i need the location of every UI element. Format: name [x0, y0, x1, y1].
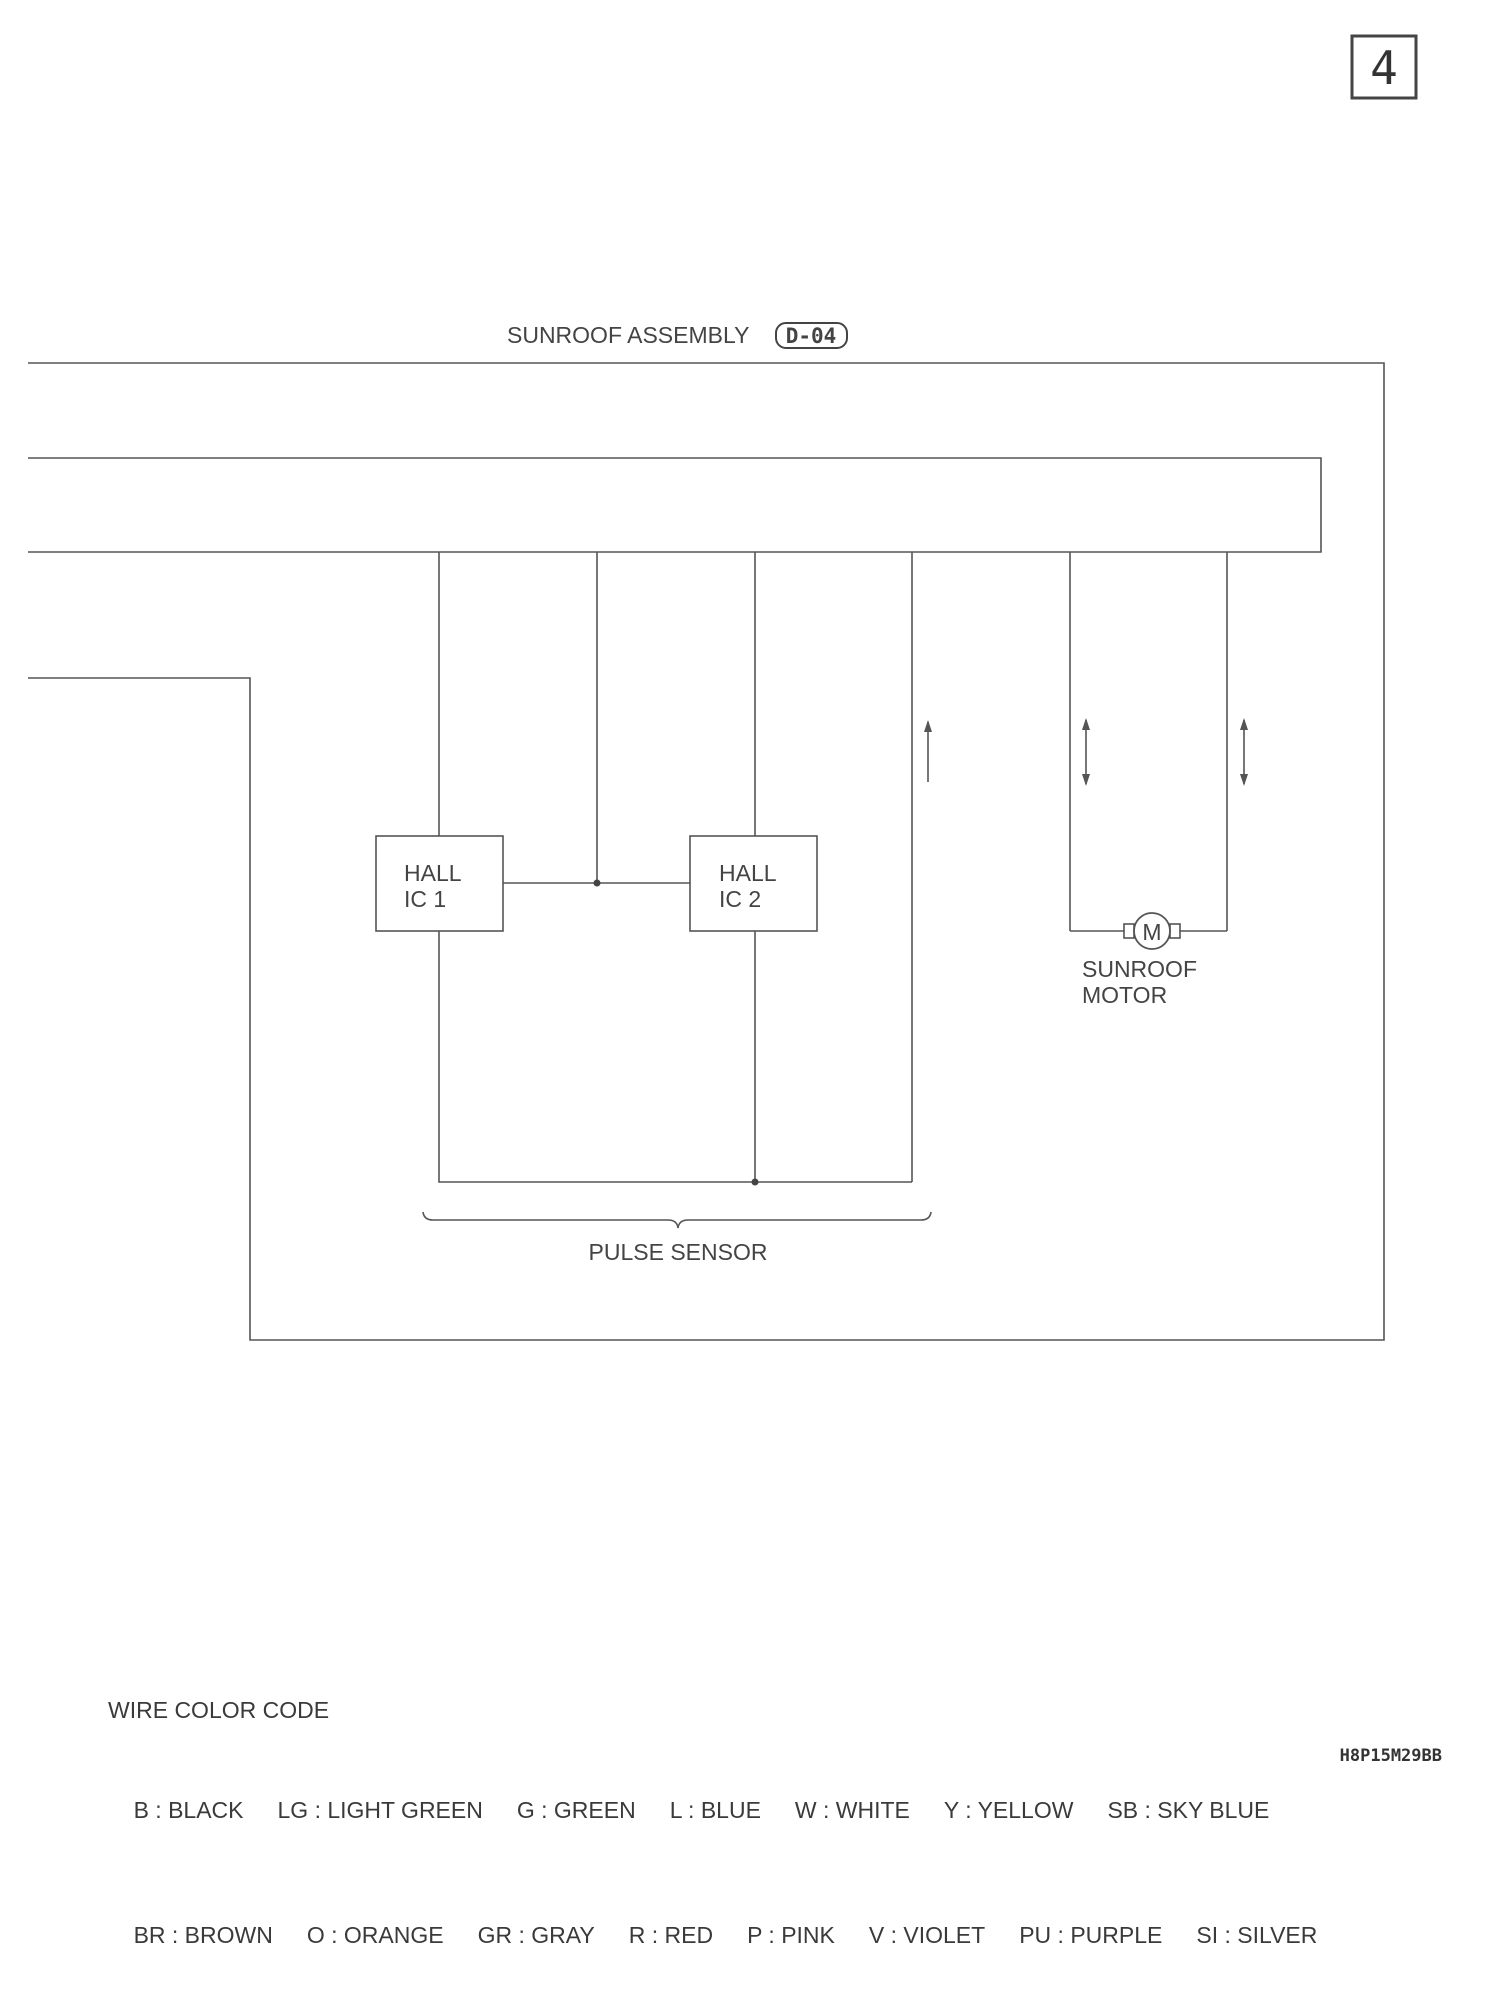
legend-item: GR : GRAY [477, 1922, 595, 1948]
page-number: 4 [1370, 41, 1398, 95]
hall-ic-2-line1: HALL [719, 860, 777, 886]
wire-pulse-bottom [438, 931, 912, 1183]
legend-item: PU : PURPLE [1019, 1922, 1163, 1948]
arrow-up-icon [924, 720, 932, 782]
legend-item: Y : YELLOW [943, 1797, 1074, 1823]
legend-row-2: BR : BROWN O : ORANGE GR : GRAY R : RED P : … [108, 1898, 1351, 1973]
legend-item: SI : SILVER [1196, 1922, 1318, 1948]
legend-item: L : BLUE [669, 1797, 761, 1823]
page-number-box: 4 [1350, 34, 1418, 100]
motor-label-line2: MOTOR [1082, 982, 1167, 1008]
legend-item: P : PINK [747, 1922, 835, 1948]
legend-item: LG : LIGHT GREEN [277, 1797, 483, 1823]
legend-row-1: B : BLACK LG : LIGHT GREEN G : GREEN L : BL… [108, 1773, 1351, 1848]
wiring-diagram: 4 SUNROOF ASSEMBLY D-04 HALL IC 1 HALL I… [28, 34, 1442, 1766]
arrow-bidirectional-icon [1240, 718, 1248, 786]
motor-label-line1: SUNROOF [1082, 956, 1197, 982]
connector-bus [28, 457, 1322, 553]
legend-item: W : WHITE [794, 1797, 910, 1823]
legend-item: O : ORANGE [306, 1922, 444, 1948]
legend-item: B : BLACK [133, 1797, 244, 1823]
assembly-outline [28, 362, 1385, 1341]
figure-code: H8P15M29BB [1340, 1746, 1442, 1766]
hall-ic-2-line2: IC 2 [719, 886, 761, 912]
legend-item: V : VIOLET [868, 1922, 986, 1948]
pulse-sensor-brace [422, 1211, 932, 1229]
junction-dot-bottom [751, 1178, 759, 1186]
legend-item: BR : BROWN [133, 1922, 273, 1948]
assembly-label: SUNROOF ASSEMBLY [507, 322, 749, 348]
legend-item: R : RED [628, 1922, 714, 1948]
junction-dot [593, 879, 601, 887]
legend-title: WIRE COLOR CODE [108, 1697, 330, 1723]
arrow-bidirectional-icon [1082, 718, 1090, 786]
legend-item: SB : SKY BLUE [1107, 1797, 1270, 1823]
hall-ic-1-line1: HALL [404, 860, 462, 886]
connector-badge: D-04 [775, 322, 848, 349]
hall-ic-2: HALL IC 2 [689, 835, 818, 932]
pulse-sensor-label: PULSE SENSOR [589, 1239, 768, 1265]
motor-icon: M [1123, 912, 1181, 950]
motor-symbol: M [1142, 919, 1161, 945]
hall-ic-1: HALL IC 1 [375, 835, 504, 932]
wire-color-legend: WIRE COLOR CODE B : BLACK LG : LIGHT GREE… [108, 1648, 1351, 1998]
hall-ic-1-line2: IC 1 [404, 886, 446, 912]
connector-code: D-04 [786, 324, 837, 348]
legend-item: G : GREEN [516, 1797, 636, 1823]
